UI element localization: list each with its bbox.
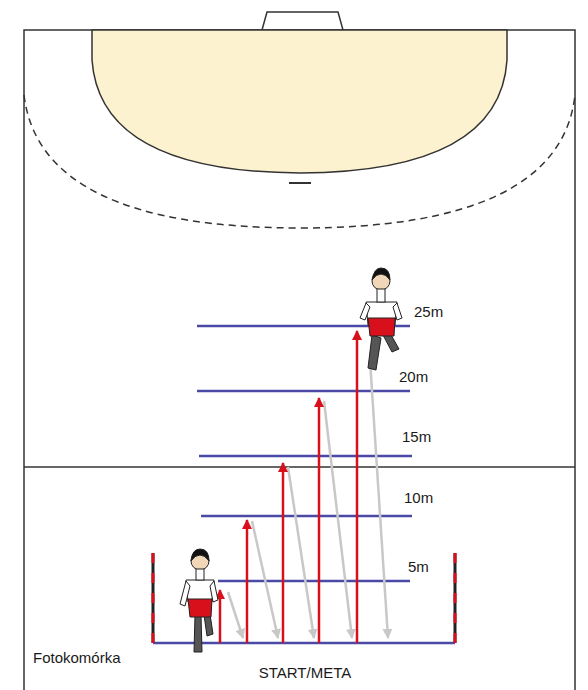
player-figure (360, 268, 402, 370)
distance-label: 25m (413, 304, 444, 321)
photocell-label: Fotokomórka (32, 650, 122, 667)
return-arrows (228, 360, 388, 638)
center-line (24, 466, 575, 468)
court-border (24, 30, 575, 690)
sprint-arrows (220, 331, 357, 643)
free-throw-line (24, 95, 575, 228)
distance-label: 15m (401, 429, 432, 446)
start-label: START/META (258, 665, 353, 682)
goal-area (92, 30, 507, 173)
distance-lines (153, 326, 455, 643)
distance-label: 10m (403, 490, 434, 507)
goal (262, 12, 343, 30)
player-figure (180, 549, 218, 652)
distance-label: 20m (398, 369, 429, 386)
distance-label: 5m (407, 559, 430, 576)
penalty-mark (289, 182, 311, 184)
